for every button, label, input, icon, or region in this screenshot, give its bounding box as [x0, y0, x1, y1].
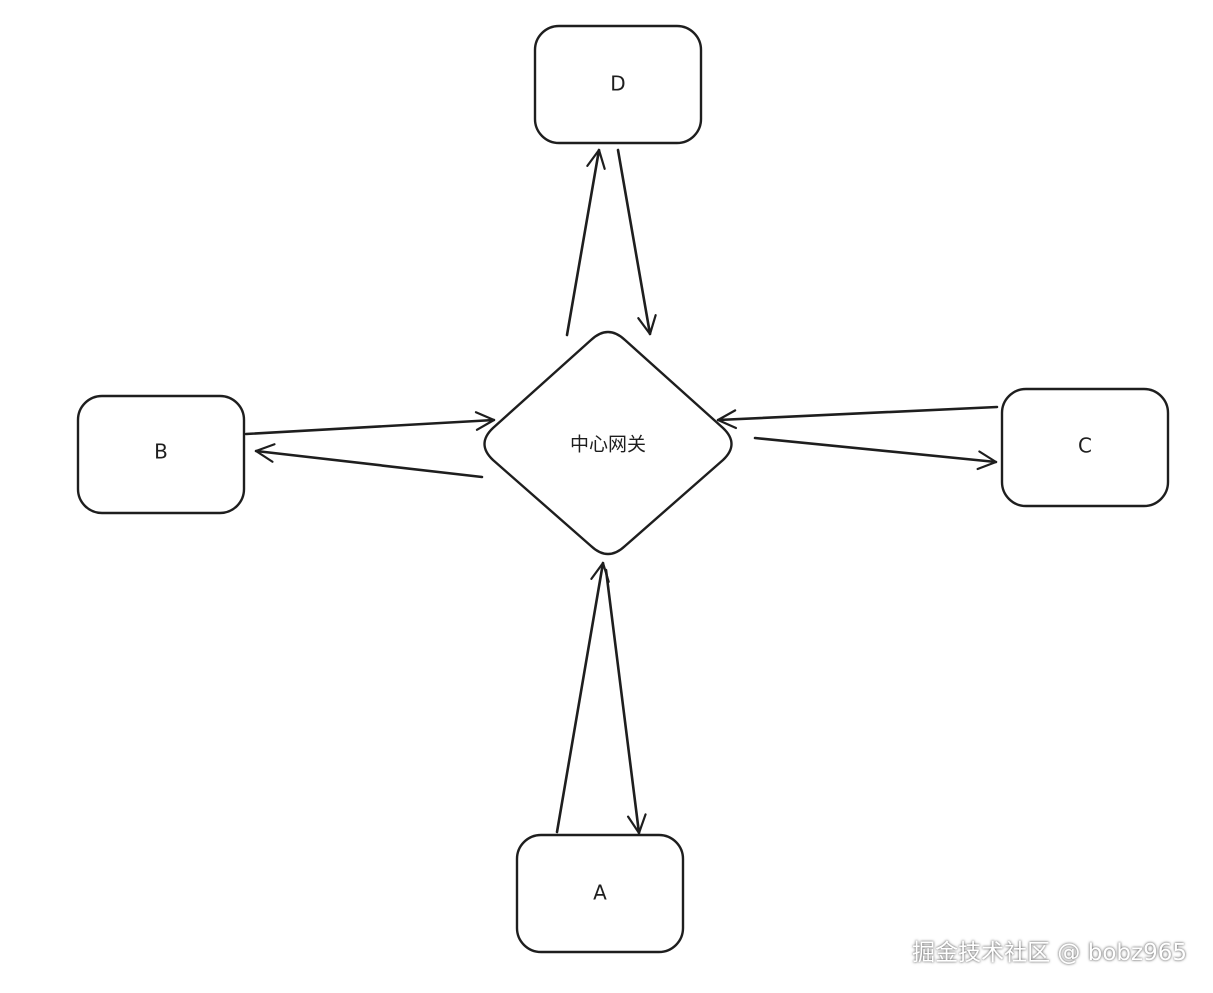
node-d-box — [533, 24, 703, 145]
node-b-box — [76, 394, 246, 515]
node-b[interactable]: B — [76, 394, 246, 515]
arrow-gateway-to-c — [753, 436, 998, 471]
arrow-c-to-gateway — [716, 405, 999, 430]
arrow-gateway-to-a — [604, 568, 647, 835]
node-c-label: C — [1078, 434, 1092, 458]
arrow-b-to-gateway — [244, 411, 496, 436]
center-gateway[interactable]: 中心网关 — [483, 330, 733, 556]
node-a-label: A — [593, 881, 607, 905]
node-b-label: B — [154, 440, 168, 464]
center-gateway-label: 中心网关 — [570, 434, 646, 456]
node-d-label: D — [610, 72, 625, 96]
node-a-box — [515, 833, 685, 954]
arrow-gateway-to-d — [565, 148, 606, 337]
arrow-a-to-gateway — [555, 561, 610, 834]
node-c[interactable]: C — [1000, 387, 1170, 508]
node-d[interactable]: D — [533, 24, 703, 145]
node-c-box — [1000, 387, 1170, 508]
arrow-d-to-gateway — [616, 148, 657, 336]
node-a[interactable]: A — [515, 833, 685, 954]
center-gateway-diamond — [483, 330, 733, 556]
arrow-gateway-to-b — [254, 443, 484, 479]
watermark-text: 掘金技术社区 @ bobz965 — [912, 940, 1187, 966]
